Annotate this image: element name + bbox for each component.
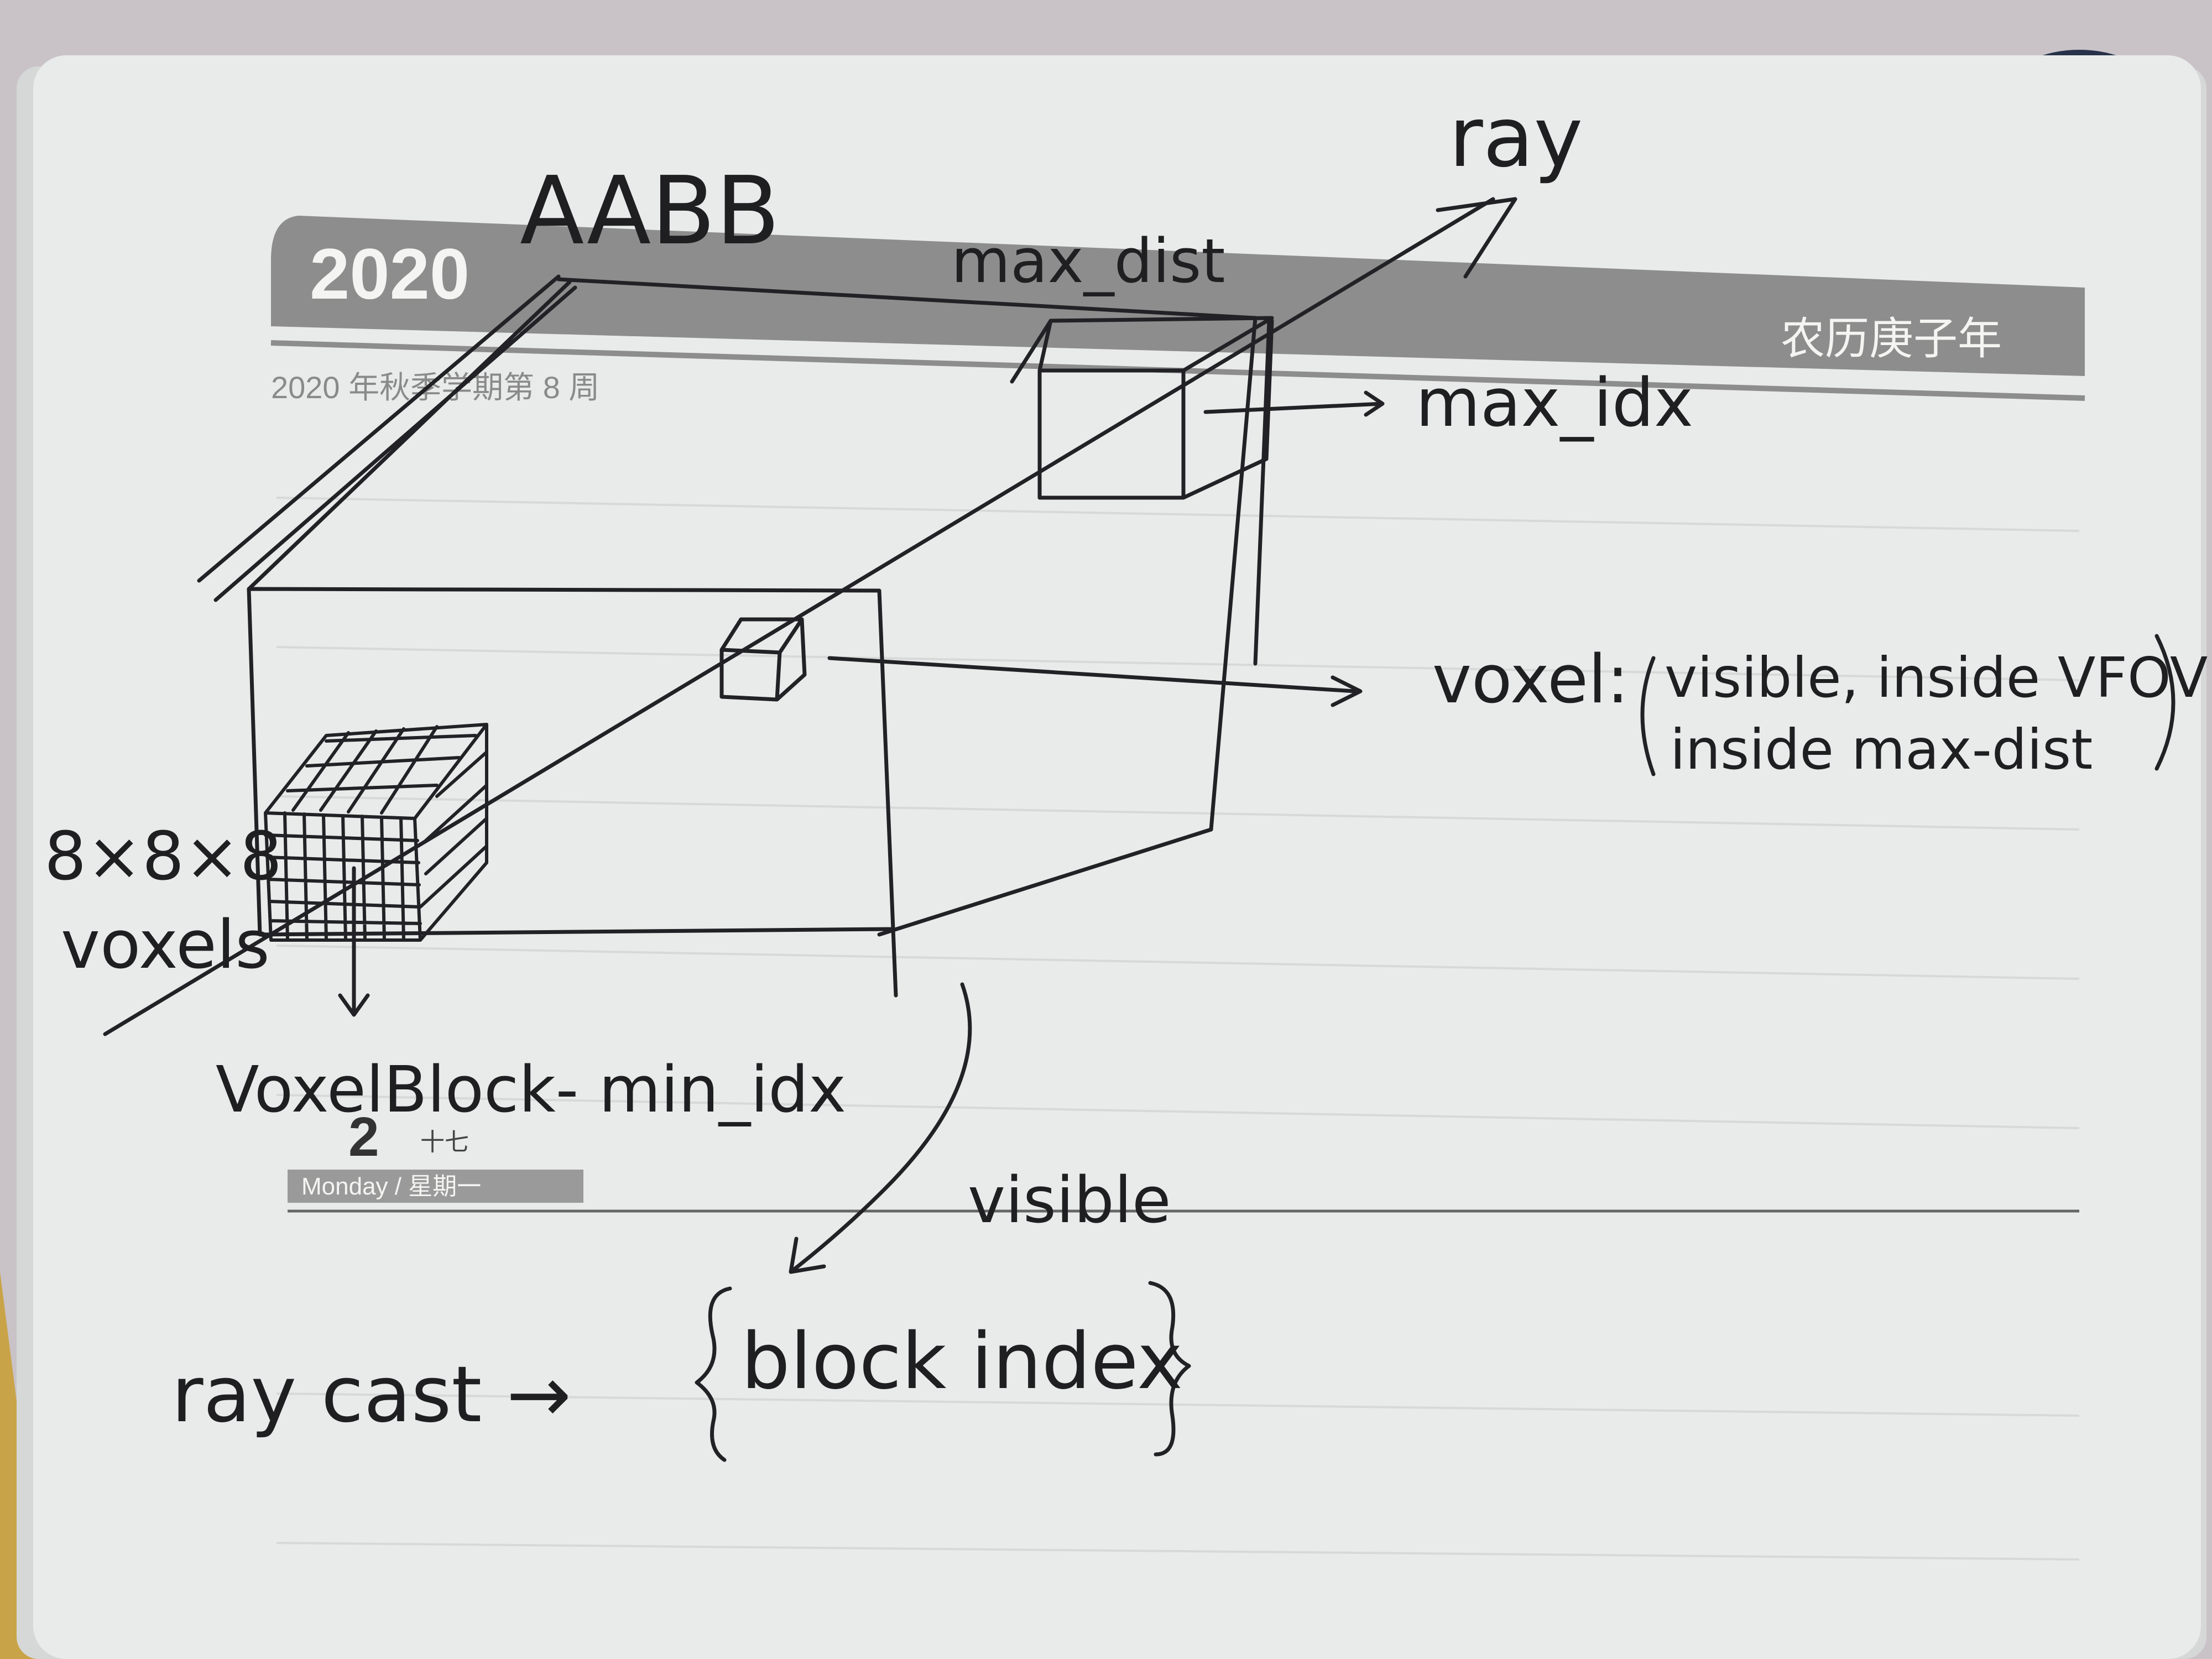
- planner-week-label: 2020 年秋季学期第 8 周: [271, 370, 599, 405]
- lunar-day: 十七: [420, 1129, 469, 1156]
- ruled-lines: [276, 497, 2080, 1561]
- voxel-cube: [719, 617, 807, 702]
- block-close-brace: [1148, 1281, 1191, 1457]
- voxel-close-paren: [2154, 634, 2176, 771]
- label-grid-size: 8×8×8: [44, 818, 282, 895]
- label-grid-voxels: voxels: [61, 907, 270, 984]
- voxel-arrow: [827, 656, 1363, 707]
- notebook-page: [33, 55, 2201, 1659]
- vfov-curve-arrow: [789, 982, 972, 1274]
- ray-line: [103, 197, 1495, 1036]
- planner-banner: [271, 216, 2085, 376]
- day-number: 2: [348, 1106, 379, 1168]
- weekday-label: Monday / 星期一: [301, 1173, 481, 1200]
- max-idx-arrow: [1203, 390, 1385, 417]
- label-voxel-prefix: voxel:: [1432, 641, 1629, 718]
- planner-year: 2020: [310, 233, 469, 314]
- label-visible: visible: [968, 1164, 1171, 1238]
- max-cube: [1010, 316, 1274, 500]
- voxel-open-paren: [1640, 656, 1656, 776]
- label-max-dist: max_dist: [951, 226, 1225, 296]
- sketch-drawing: [103, 197, 2176, 1462]
- label-min-idx: VoxelBlock- min_idx: [216, 1053, 846, 1127]
- label-aabb: AABB: [520, 156, 780, 266]
- label-ray: ray: [1449, 90, 1583, 186]
- aabb-top-left-edges: [197, 274, 577, 602]
- min-idx-arrow: [338, 866, 370, 1017]
- block-open-brace: [695, 1286, 732, 1462]
- aabb-right-edge: [1209, 316, 1271, 832]
- voxel-block-grid: [264, 723, 488, 942]
- planner-lunar-year: 农历庚子年: [1781, 314, 2002, 363]
- label-max-idx: max_idx: [1416, 365, 1693, 442]
- aabb-top-edge: [556, 277, 1258, 320]
- label-ray-cast: ray cast →: [171, 1350, 571, 1440]
- label-voxel-line2: inside max-dist: [1670, 717, 2093, 782]
- aabb-bottom-edge: [877, 827, 1213, 998]
- ray-arrow-head: [1436, 197, 1517, 279]
- label-voxel-line1: visible, inside VFOV: [1665, 645, 2208, 710]
- weekday-badge: [288, 1170, 583, 1203]
- label-block-index: block index: [741, 1317, 1183, 1407]
